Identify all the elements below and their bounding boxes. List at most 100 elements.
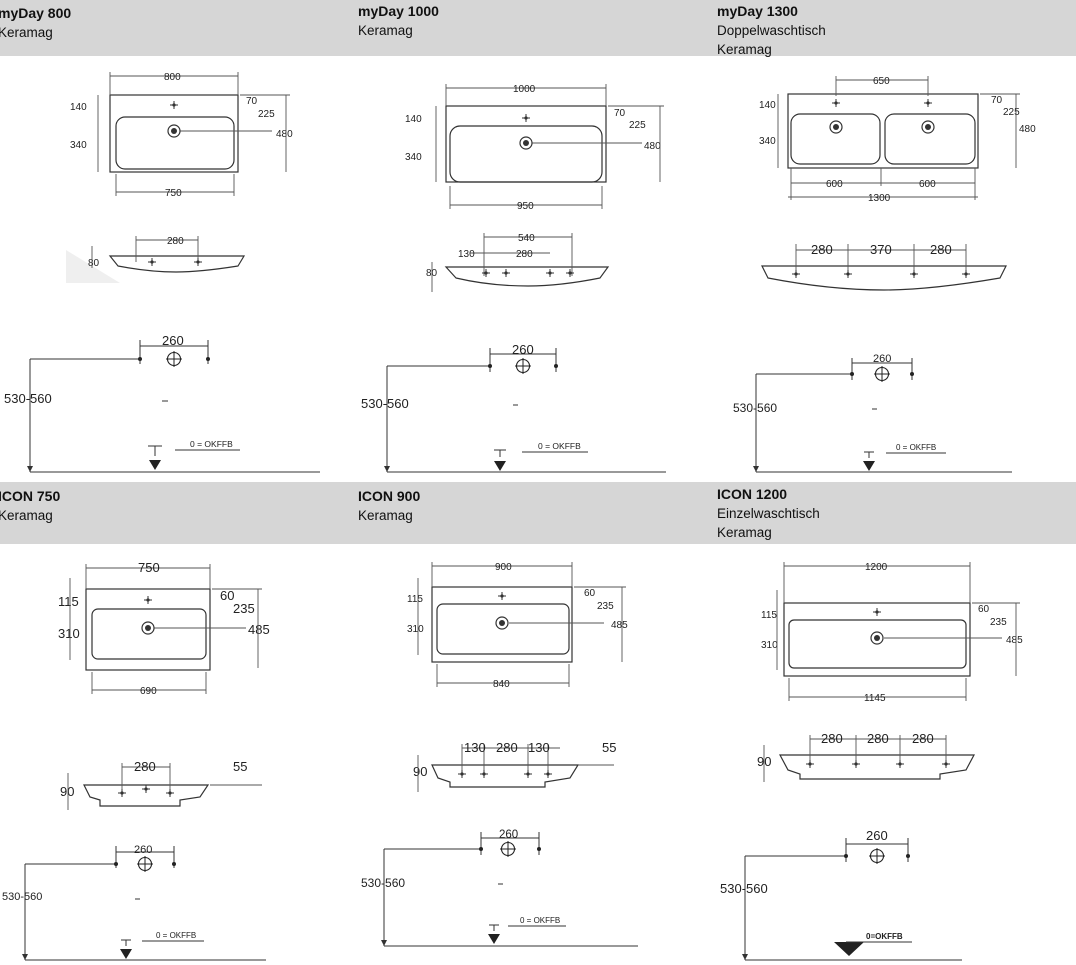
side-view-myday-800: 280 80 <box>66 236 246 283</box>
side-view-icon-1200: 280 280 280 90 <box>757 731 975 782</box>
dim-text: 235 <box>990 617 1007 628</box>
install-spacing: 260 <box>162 333 184 348</box>
dim-text: 130 <box>458 249 475 260</box>
product-header-myday-800: myDay 800 Keramag <box>0 4 71 42</box>
install-height: 530-560 <box>2 891 42 903</box>
dim-text: 70 <box>614 108 626 119</box>
side-view-myday-1000: 540 130 280 80 <box>426 233 610 292</box>
dim-text: 280 <box>496 740 518 755</box>
install-spacing: 260 <box>866 828 888 843</box>
tap-hole-icon <box>543 769 553 779</box>
dim-text: 480 <box>1019 124 1036 135</box>
product-header-icon-900: ICON 900 Keramag <box>358 487 420 525</box>
install-diagram-icon-900: 260 530-560 0 = OKFFB <box>361 829 638 947</box>
plan-view-myday-1300: 650 140 70 225 340 480 600 600 1300 <box>759 76 1036 204</box>
product-title: ICON 1200 <box>717 486 788 502</box>
dim-text: 750 <box>165 188 182 199</box>
dim-text: 840 <box>493 679 510 690</box>
dim-text: 130 <box>464 740 486 755</box>
tap-hole-icon <box>895 759 905 769</box>
side-view-myday-1300: 280 370 280 <box>761 242 1007 291</box>
install-diagram-myday-1300: 260 530-560 0 = OKFFB <box>733 353 1012 473</box>
dim-text: 225 <box>258 109 275 120</box>
dim-text: 690 <box>140 686 157 697</box>
dim-text: 235 <box>233 601 255 616</box>
tap-hole-icon <box>941 759 951 769</box>
floor-level-icon <box>863 461 875 471</box>
floor-level-icon <box>834 942 864 956</box>
tap-hole-icon <box>193 257 203 267</box>
tap-hole-icon <box>117 788 127 798</box>
product-header-icon-1200: ICON 1200 Einzelwaschtisch Keramag <box>717 485 820 542</box>
dim-text: 1300 <box>868 193 891 204</box>
dim-text: 310 <box>407 624 424 635</box>
floor-label: 0 = OKFFB <box>538 441 581 451</box>
floor-level-icon <box>494 461 506 471</box>
dim-text: 80 <box>88 258 100 269</box>
floor-label: 0=OKFFB <box>866 932 903 941</box>
dim-text: 480 <box>644 141 661 152</box>
dim-text: 60 <box>978 604 990 615</box>
drain-icon <box>136 855 154 873</box>
tap-hole-icon <box>143 595 153 605</box>
install-height: 530-560 <box>733 401 777 415</box>
product-title: ICON 750 <box>0 488 61 504</box>
dim-text: 130 <box>528 740 550 755</box>
dim-text: 115 <box>407 594 423 605</box>
floor-label: 0 = OKFFB <box>896 443 936 452</box>
drain-icon <box>167 124 181 138</box>
dim-text: 1000 <box>513 84 536 95</box>
tap-hole-icon <box>961 269 971 279</box>
drain-icon <box>519 136 533 150</box>
dim-text: 310 <box>58 626 80 641</box>
product-header-myday-1000: myDay 1000 Keramag <box>358 2 439 40</box>
dim-text: 280 <box>134 759 156 774</box>
dim-text: 90 <box>413 764 427 779</box>
tap-hole-icon <box>497 591 507 601</box>
install-spacing: 260 <box>512 342 534 357</box>
drain-icon <box>514 357 532 375</box>
drain-icon <box>868 847 886 865</box>
dim-text: 310 <box>761 640 778 651</box>
drain-icon <box>829 120 843 134</box>
tap-hole-icon <box>805 759 815 769</box>
drain-icon <box>495 616 509 630</box>
product-title: ICON 900 <box>358 488 421 504</box>
dim-text: 280 <box>167 236 184 247</box>
dim-text: 70 <box>246 96 258 107</box>
dim-text: 340 <box>405 152 422 163</box>
dim-text: 750 <box>138 560 160 575</box>
product-manufacturer: Keramag <box>358 23 413 38</box>
tap-hole-icon <box>545 268 555 278</box>
floor-level-icon <box>149 460 161 470</box>
tap-hole-icon <box>165 788 175 798</box>
side-view-icon-750: 280 55 90 <box>60 759 262 810</box>
product-manufacturer: Keramag <box>717 42 772 57</box>
dim-text: 140 <box>759 100 776 111</box>
dim-text: 280 <box>821 731 843 746</box>
dim-text: 370 <box>870 242 892 257</box>
install-diagram-icon-750: 260 530-560 0 = OKFFB <box>2 844 266 961</box>
product-header-icon-750: ICON 750 Keramag <box>0 487 60 525</box>
product-title: myDay 800 <box>0 5 72 21</box>
dim-text: 900 <box>495 562 512 573</box>
install-spacing: 260 <box>873 353 891 365</box>
floor-level-icon <box>488 934 500 944</box>
dim-text: 340 <box>70 140 87 151</box>
floor-label: 0 = OKFFB <box>520 916 560 925</box>
product-manufacturer: Keramag <box>0 508 53 523</box>
tap-hole-icon <box>831 98 841 108</box>
dim-text: 140 <box>70 102 87 113</box>
drain-icon <box>873 365 891 383</box>
install-height: 530-560 <box>4 391 52 406</box>
tap-hole-icon <box>169 100 179 110</box>
install-diagram-icon-1200: 260 530-560 0=OKFFB <box>720 828 962 961</box>
floor-label: 0 = OKFFB <box>190 439 233 449</box>
tap-hole-icon <box>523 769 533 779</box>
tap-hole-icon <box>791 269 801 279</box>
dim-text: 60 <box>584 588 596 599</box>
tap-hole-icon <box>481 268 491 278</box>
floor-level-icon <box>120 949 132 959</box>
tap-hole-icon <box>147 257 157 267</box>
